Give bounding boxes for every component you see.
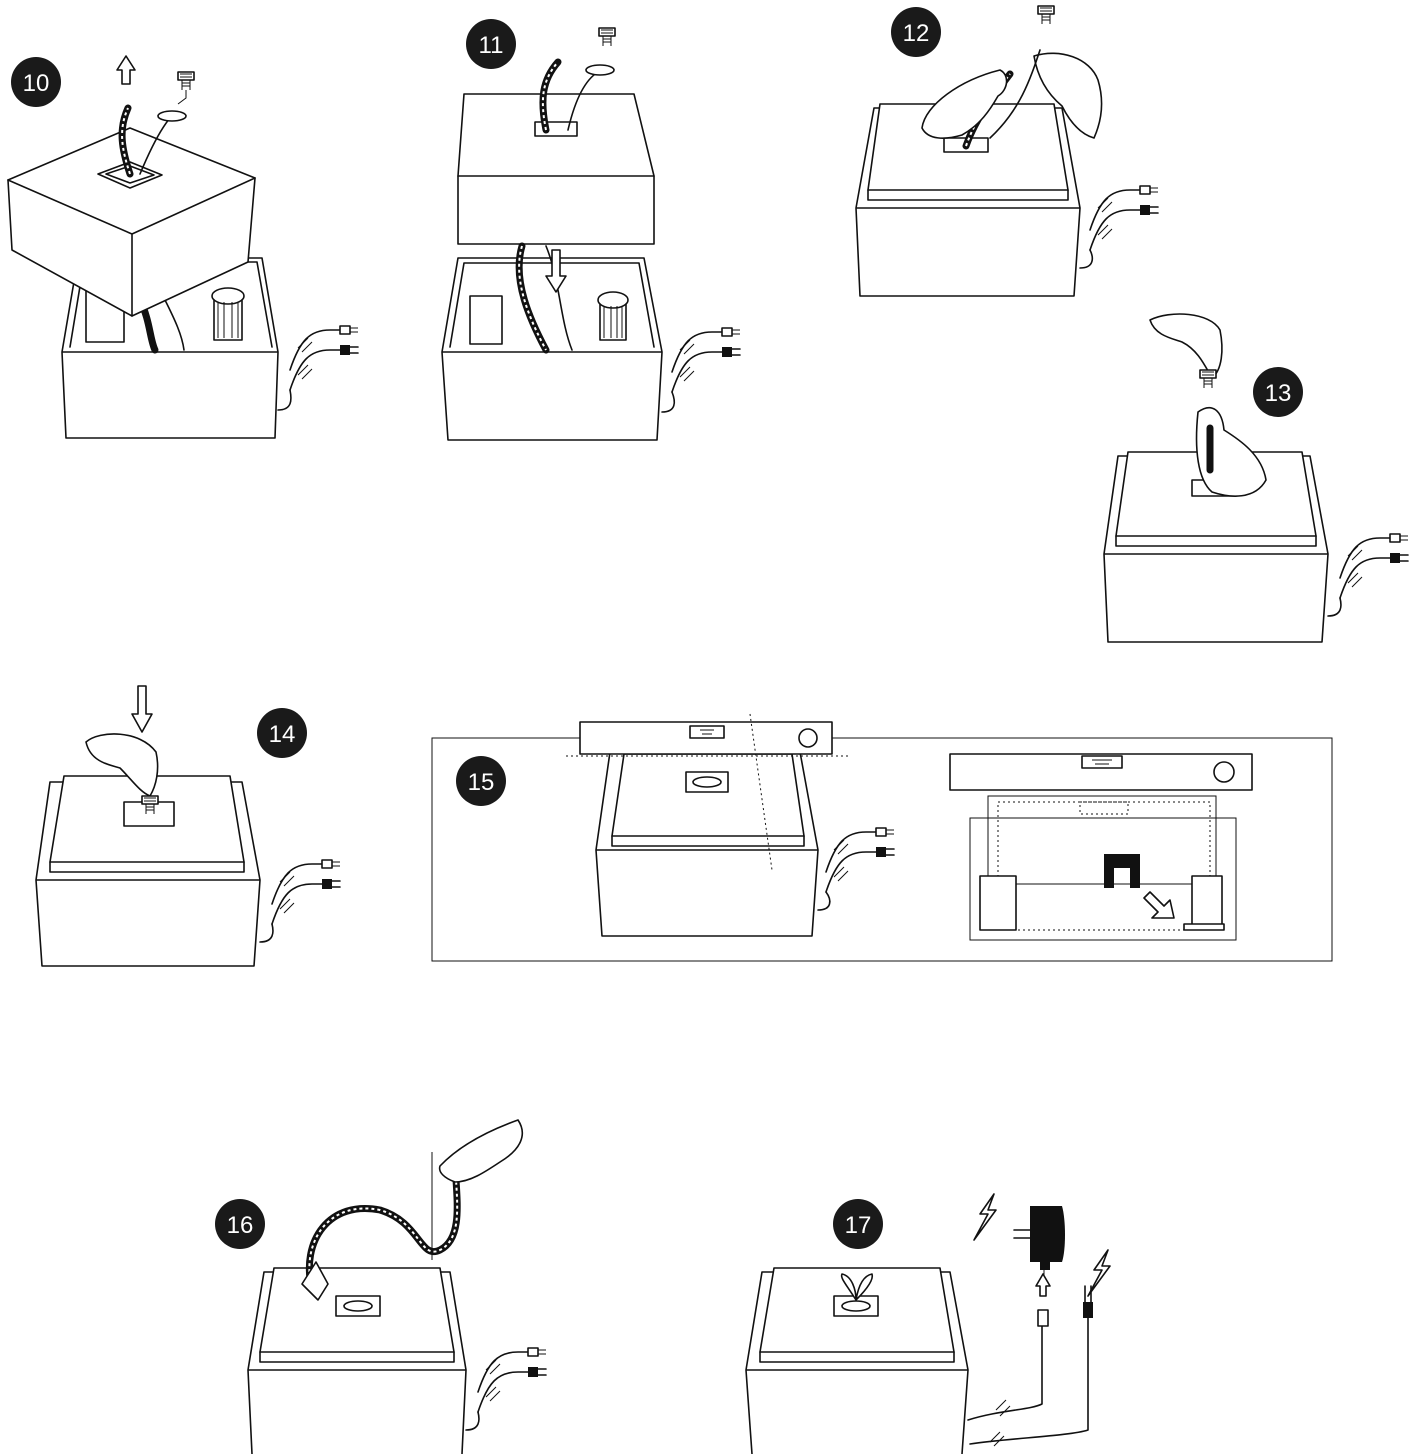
step-10-panel: 10 xyxy=(8,56,358,438)
lid xyxy=(612,754,804,836)
lid xyxy=(458,94,654,244)
step-17-panel: 17 xyxy=(746,1194,1110,1454)
arrow-icon xyxy=(1144,892,1174,918)
step-number: 15 xyxy=(468,769,495,796)
step-12-panel: 12 xyxy=(856,6,1158,296)
spirit-level-icon xyxy=(950,754,1252,790)
step-15-panel: 15 xyxy=(432,714,1332,961)
power-adapter-icon xyxy=(1014,1206,1065,1276)
step-number: 14 xyxy=(269,721,296,748)
step-badge: 12 xyxy=(891,7,941,57)
hand-icon xyxy=(440,1120,523,1182)
filter-block xyxy=(470,296,502,344)
step-badge: 14 xyxy=(257,708,307,758)
step-badge: 10 xyxy=(11,57,61,107)
lightning-icon xyxy=(974,1194,996,1240)
screw-icon xyxy=(1200,370,1216,388)
pump xyxy=(212,288,244,340)
step-number: 11 xyxy=(479,32,504,59)
step-14-panel: 14 xyxy=(36,686,340,966)
step-badge: 17 xyxy=(833,1199,883,1249)
hand-icon xyxy=(1150,314,1222,378)
step-number: 13 xyxy=(1265,380,1292,407)
step-badge: 11 xyxy=(466,19,516,69)
washer-icon xyxy=(158,111,186,121)
step-13-panel: 13 xyxy=(1104,314,1408,642)
step-badge: 16 xyxy=(215,1199,265,1249)
step-number: 16 xyxy=(227,1212,254,1239)
pump xyxy=(598,292,628,340)
screw-icon xyxy=(178,72,194,90)
washer-icon xyxy=(586,65,614,75)
step-badge: 13 xyxy=(1253,367,1303,417)
step-number: 12 xyxy=(903,20,930,47)
screw-icon xyxy=(1038,6,1054,24)
spirit-level-icon xyxy=(580,722,832,754)
step-number: 10 xyxy=(23,70,50,97)
screw-icon xyxy=(599,28,615,46)
lightning-icon xyxy=(1088,1250,1110,1296)
step-number: 17 xyxy=(845,1212,872,1239)
arrow-down-icon xyxy=(132,686,152,732)
step-16-panel: 16 xyxy=(215,1120,546,1454)
step-11-panel: 11 xyxy=(442,19,740,440)
arrow-up-icon xyxy=(1036,1274,1050,1296)
arrow-up-icon xyxy=(117,56,135,84)
step-badge: 15 xyxy=(456,756,506,806)
